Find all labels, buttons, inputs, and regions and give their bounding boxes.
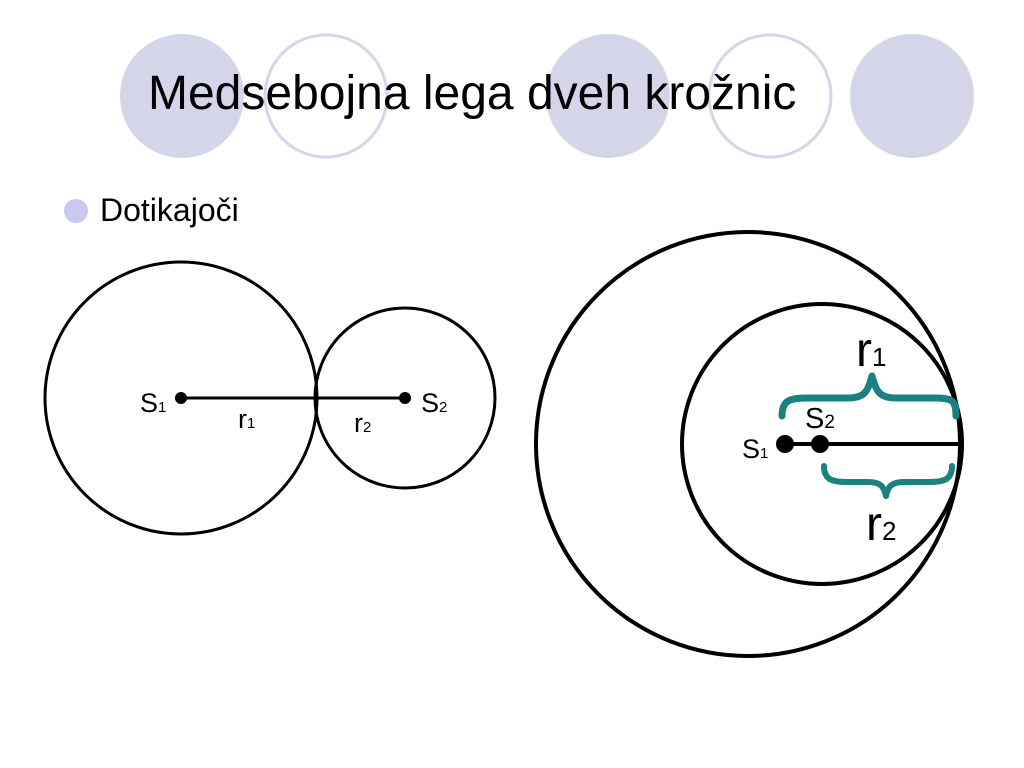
left-center1-point — [175, 392, 187, 404]
header-decoration — [120, 33, 974, 159]
deco-circle-outline — [707, 33, 833, 159]
left-radius1-label: r1 — [238, 404, 255, 434]
deco-circle-filled — [850, 34, 974, 158]
bullet-dot-icon — [64, 198, 88, 223]
right-radius1-label: r1 — [856, 324, 886, 377]
deco-circle-outline — [263, 33, 389, 159]
left-center2-point — [399, 392, 411, 404]
right-radius2-label: r2 — [866, 498, 896, 551]
left-center2-label: S2 — [421, 388, 447, 418]
brace-r2-icon — [821, 463, 955, 499]
internal-tangent-diagram: S1 S2 r1 r2 — [534, 230, 964, 658]
bullet-text: Dotikajoči — [100, 192, 239, 228]
right-center1-label: S1 — [742, 434, 768, 464]
deco-circle-filled — [546, 34, 670, 158]
external-tangent-diagram: S1 S2 r1 r2 — [43, 260, 497, 536]
brace-r1-icon — [778, 372, 960, 420]
bullet-item: Dotikajoči — [64, 192, 239, 229]
right-center2-label: S2 — [805, 403, 835, 435]
left-center1-label: S1 — [140, 388, 166, 418]
slide-title: Medsebojna lega dveh krožnic — [148, 67, 797, 120]
right-center2-point — [811, 435, 829, 453]
left-radius2-label: r2 — [354, 408, 371, 438]
right-center1-point — [776, 435, 794, 453]
deco-circle-filled — [120, 34, 244, 158]
